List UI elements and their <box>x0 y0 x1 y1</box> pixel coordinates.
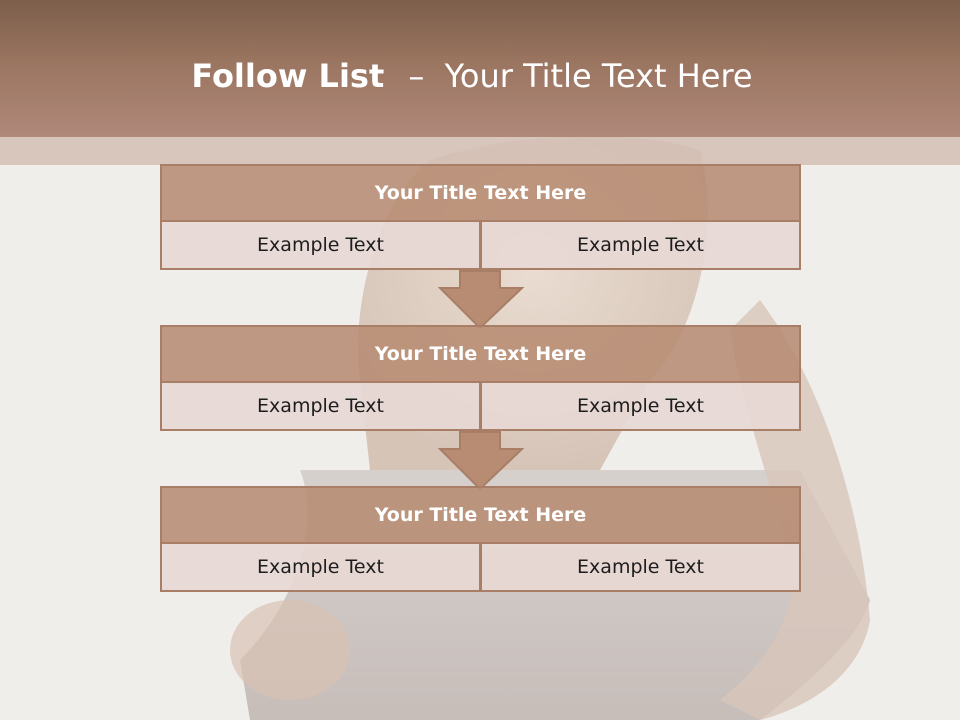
step-text-right: Example Text <box>480 220 801 270</box>
title-bold: Follow List <box>191 57 385 95</box>
step-text-left: Example Text <box>160 542 481 592</box>
step-title: Your Title Text Here <box>160 164 801 222</box>
step-text-right: Example Text <box>480 381 801 431</box>
step-block-2: Your Title Text Here Example Text Exampl… <box>160 325 801 433</box>
slide-title: Follow List – Your Title Text Here <box>0 52 944 100</box>
header-bar <box>0 0 960 137</box>
step-title: Your Title Text Here <box>160 486 801 544</box>
down-arrow-icon <box>438 431 524 491</box>
down-arrow-icon <box>438 270 524 330</box>
step-title: Your Title Text Here <box>160 325 801 383</box>
step-text-left: Example Text <box>160 381 481 431</box>
step-block-3: Your Title Text Here Example Text Exampl… <box>160 486 801 592</box>
step-block-1: Your Title Text Here Example Text Exampl… <box>160 164 801 272</box>
step-text-left: Example Text <box>160 220 481 270</box>
header-band <box>0 137 960 165</box>
step-text-right: Example Text <box>480 542 801 592</box>
title-rest: Your Title Text Here <box>444 57 753 95</box>
title-separator: – <box>408 57 425 95</box>
